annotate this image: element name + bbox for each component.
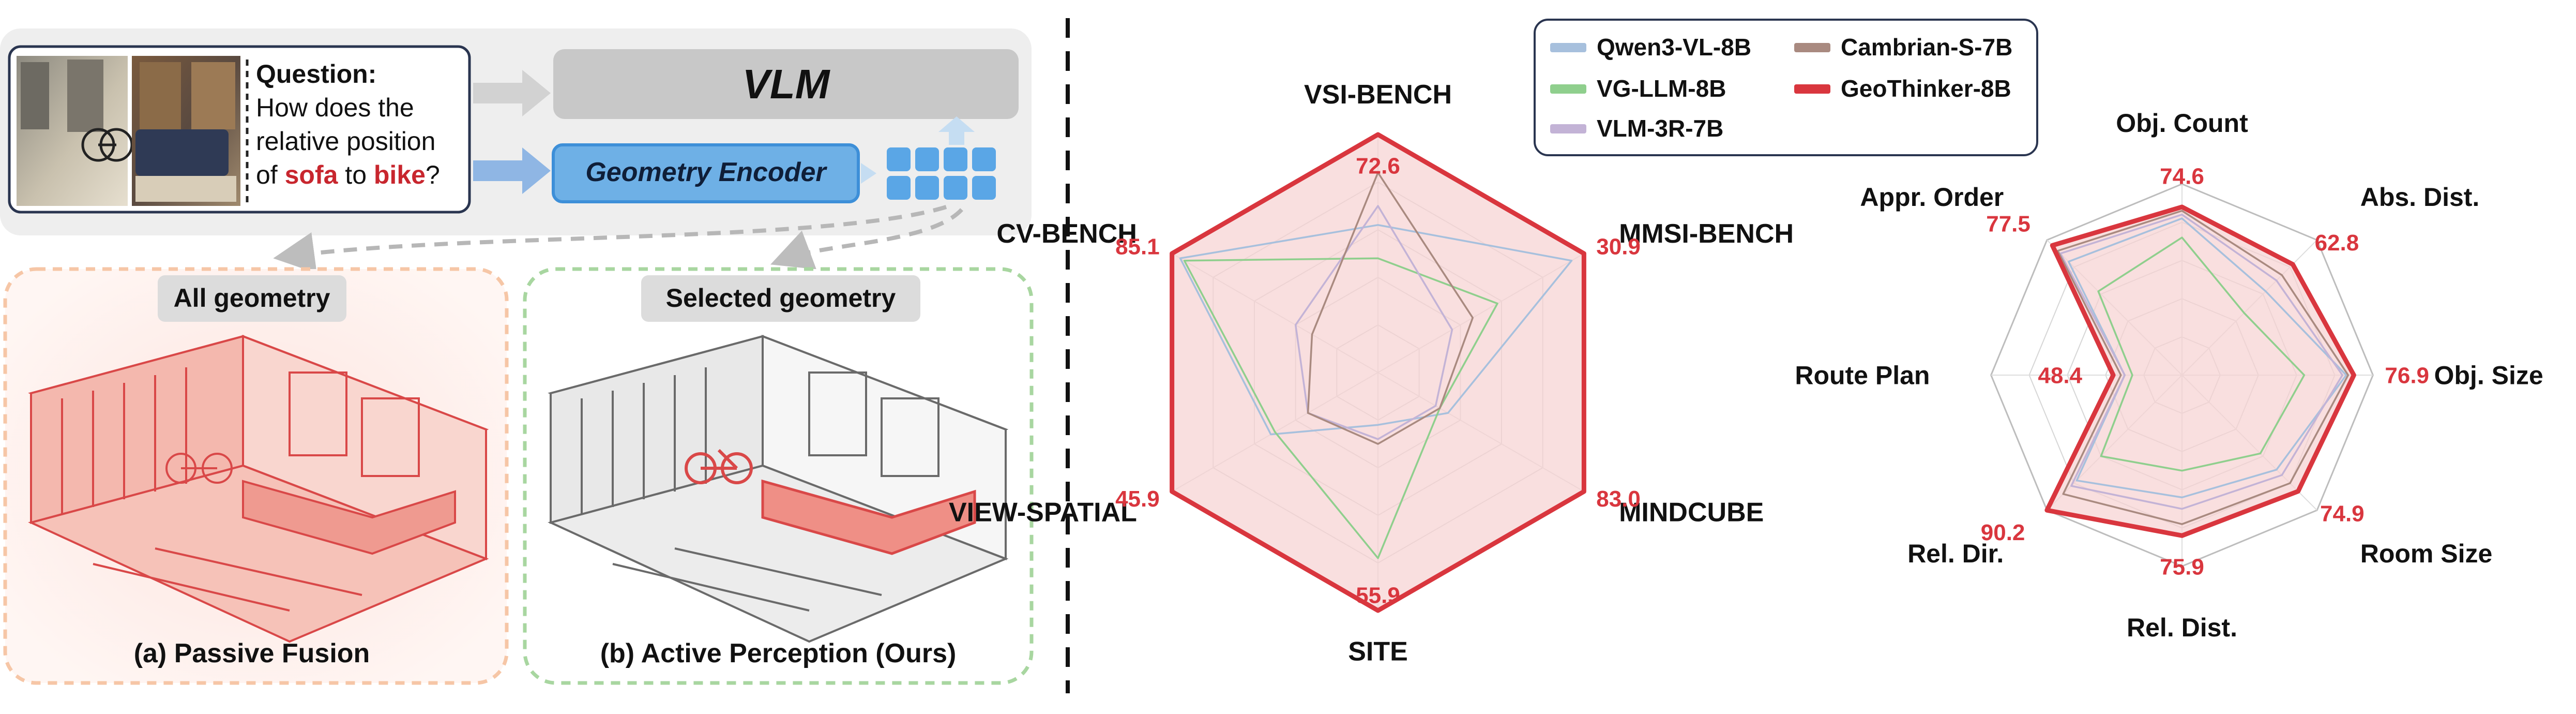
legend-swatch xyxy=(1550,84,1586,94)
legend-swatch xyxy=(1550,124,1586,133)
selected-geometry-label: Selected geometry xyxy=(666,284,896,313)
axis-label: Rel. Dir. xyxy=(1907,539,2004,568)
series-line-cambrian-s-7b xyxy=(2056,210,2350,525)
all-geometry-tag xyxy=(158,275,346,322)
connector-selected-geometry xyxy=(770,208,963,270)
question-line-3-mid: to xyxy=(338,160,373,189)
value-label: 90.2 xyxy=(1981,520,2025,545)
axis-label: VIEW-SPATIAL xyxy=(949,497,1137,527)
series-line-geothinker-8b xyxy=(1170,132,1586,613)
input-panel: Question: How does the relative position… xyxy=(0,28,1032,235)
connector-all-geometry xyxy=(273,205,947,274)
vlm-box xyxy=(553,49,1019,119)
geometry-encoder-box xyxy=(552,143,860,203)
legend-swatch xyxy=(1550,43,1586,52)
highlighted-bike xyxy=(685,449,753,484)
series-line-qwen3-vl-8b xyxy=(1179,224,1573,436)
axis-label: SITE xyxy=(1348,636,1408,666)
tokens-to-vlm-arrow xyxy=(938,116,975,145)
value-label: 83.0 xyxy=(1596,486,1641,512)
legend-box xyxy=(1534,19,2038,156)
value-label: 55.9 xyxy=(1356,583,1400,608)
question-object-bike: bike xyxy=(374,160,426,189)
room-illustration-red xyxy=(28,335,489,643)
geometry-encoder-label: Geometry Encoder xyxy=(585,157,827,187)
axis-label: Abs. Dist. xyxy=(2360,183,2480,212)
legend-swatch xyxy=(1794,43,1830,52)
axis-label: MMSI-BENCH xyxy=(1619,219,1794,249)
arrow-to-vlm xyxy=(473,70,551,116)
active-perception-caption: (b) Active Perception (Ours) xyxy=(600,638,957,668)
axis-label: Room Size xyxy=(2360,539,2493,568)
value-label: 72.6 xyxy=(1356,153,1400,178)
axis-label: Obj. Size xyxy=(2434,361,2543,390)
value-label: 62.8 xyxy=(2315,230,2359,256)
series-line-qwen3-vl-8b xyxy=(2067,217,2347,499)
series-line-vlm-3r-7b xyxy=(2059,214,2343,510)
arrow-to-encoder xyxy=(473,147,551,194)
axis-label: Obj. Count xyxy=(2116,109,2248,138)
question-line-2: relative position xyxy=(256,127,435,156)
highlighted-sofa xyxy=(761,479,976,555)
encoder-output-arrow xyxy=(861,163,876,184)
question-line-3: of sofa to bike? xyxy=(256,160,440,189)
legend: Qwen3-VL-8B Cambrian-S-7B VG-LLM-8B GeoThin… xyxy=(1534,19,2038,156)
all-geometry-label: All geometry xyxy=(174,284,330,313)
question-object-sofa: sofa xyxy=(285,160,339,189)
legend-label: Qwen3-VL-8B xyxy=(1597,34,1751,61)
scene-photo-bike xyxy=(17,56,133,206)
series-line-vlm-3r-7b xyxy=(1294,205,1453,440)
series-fill-geothinker xyxy=(2047,206,2354,536)
panel-passive-fusion: All geometry (a) Passive Fusion xyxy=(3,267,509,685)
room-illustration-gray xyxy=(548,335,1009,643)
axis-label: Route Plan xyxy=(1795,361,1930,390)
legend-label: VLM-3R-7B xyxy=(1597,115,1723,142)
axis-label: Rel. Dist. xyxy=(2127,613,2237,642)
axis-label: MINDCUBE xyxy=(1619,497,1764,527)
value-label: 76.9 xyxy=(2385,363,2429,388)
question-label: Question: xyxy=(256,60,376,88)
series-line-vg-llm-8b xyxy=(2097,236,2306,472)
question-line-3-post: ? xyxy=(426,160,440,189)
axis-label: CV-BENCH xyxy=(996,219,1137,249)
legend-label: Cambrian-S-7B xyxy=(1841,34,2012,61)
series-fill-geothinker xyxy=(1172,135,1584,611)
value-label: 74.6 xyxy=(2160,163,2204,189)
scene-photo-sofa xyxy=(132,56,240,206)
selected-geometry-tag xyxy=(641,275,920,322)
legend-label: VG-LLM-8B xyxy=(1597,75,1726,102)
legend-label: GeoThinker-8B xyxy=(1841,75,2011,102)
value-label: 30.9 xyxy=(1596,234,1641,260)
series-line-cambrian-s-7b xyxy=(1307,171,1474,445)
value-label: 85.1 xyxy=(1115,234,1160,260)
legend-swatch xyxy=(1794,84,1830,94)
passive-fusion-caption: (a) Passive Fusion xyxy=(134,638,370,668)
radar-chart-benchmarks: VSI-BENCH 72.6MMSI-BENCH30.9MINDCUBE83.0S… xyxy=(949,80,1794,666)
value-label: 77.5 xyxy=(1986,211,2031,236)
panel-active-perception: Selected geometry (b) Active Perception … xyxy=(523,267,1034,685)
axis-label: Appr. Order xyxy=(1860,183,2004,212)
value-label: 45.9 xyxy=(1115,486,1160,512)
geometry-tokens xyxy=(887,147,996,200)
series-line-vg-llm-8b xyxy=(1183,257,1498,559)
vlm-label: VLM xyxy=(743,61,831,107)
value-label: 75.9 xyxy=(2160,555,2204,580)
question-line-3-pre: of xyxy=(256,160,285,189)
question-line-1: How does the xyxy=(256,93,414,122)
value-label: 74.9 xyxy=(2320,501,2365,526)
axis-label: VSI-BENCH xyxy=(1304,80,1452,110)
series-line-geothinker-8b xyxy=(2044,204,2356,538)
value-label: 48.4 xyxy=(2038,363,2082,388)
